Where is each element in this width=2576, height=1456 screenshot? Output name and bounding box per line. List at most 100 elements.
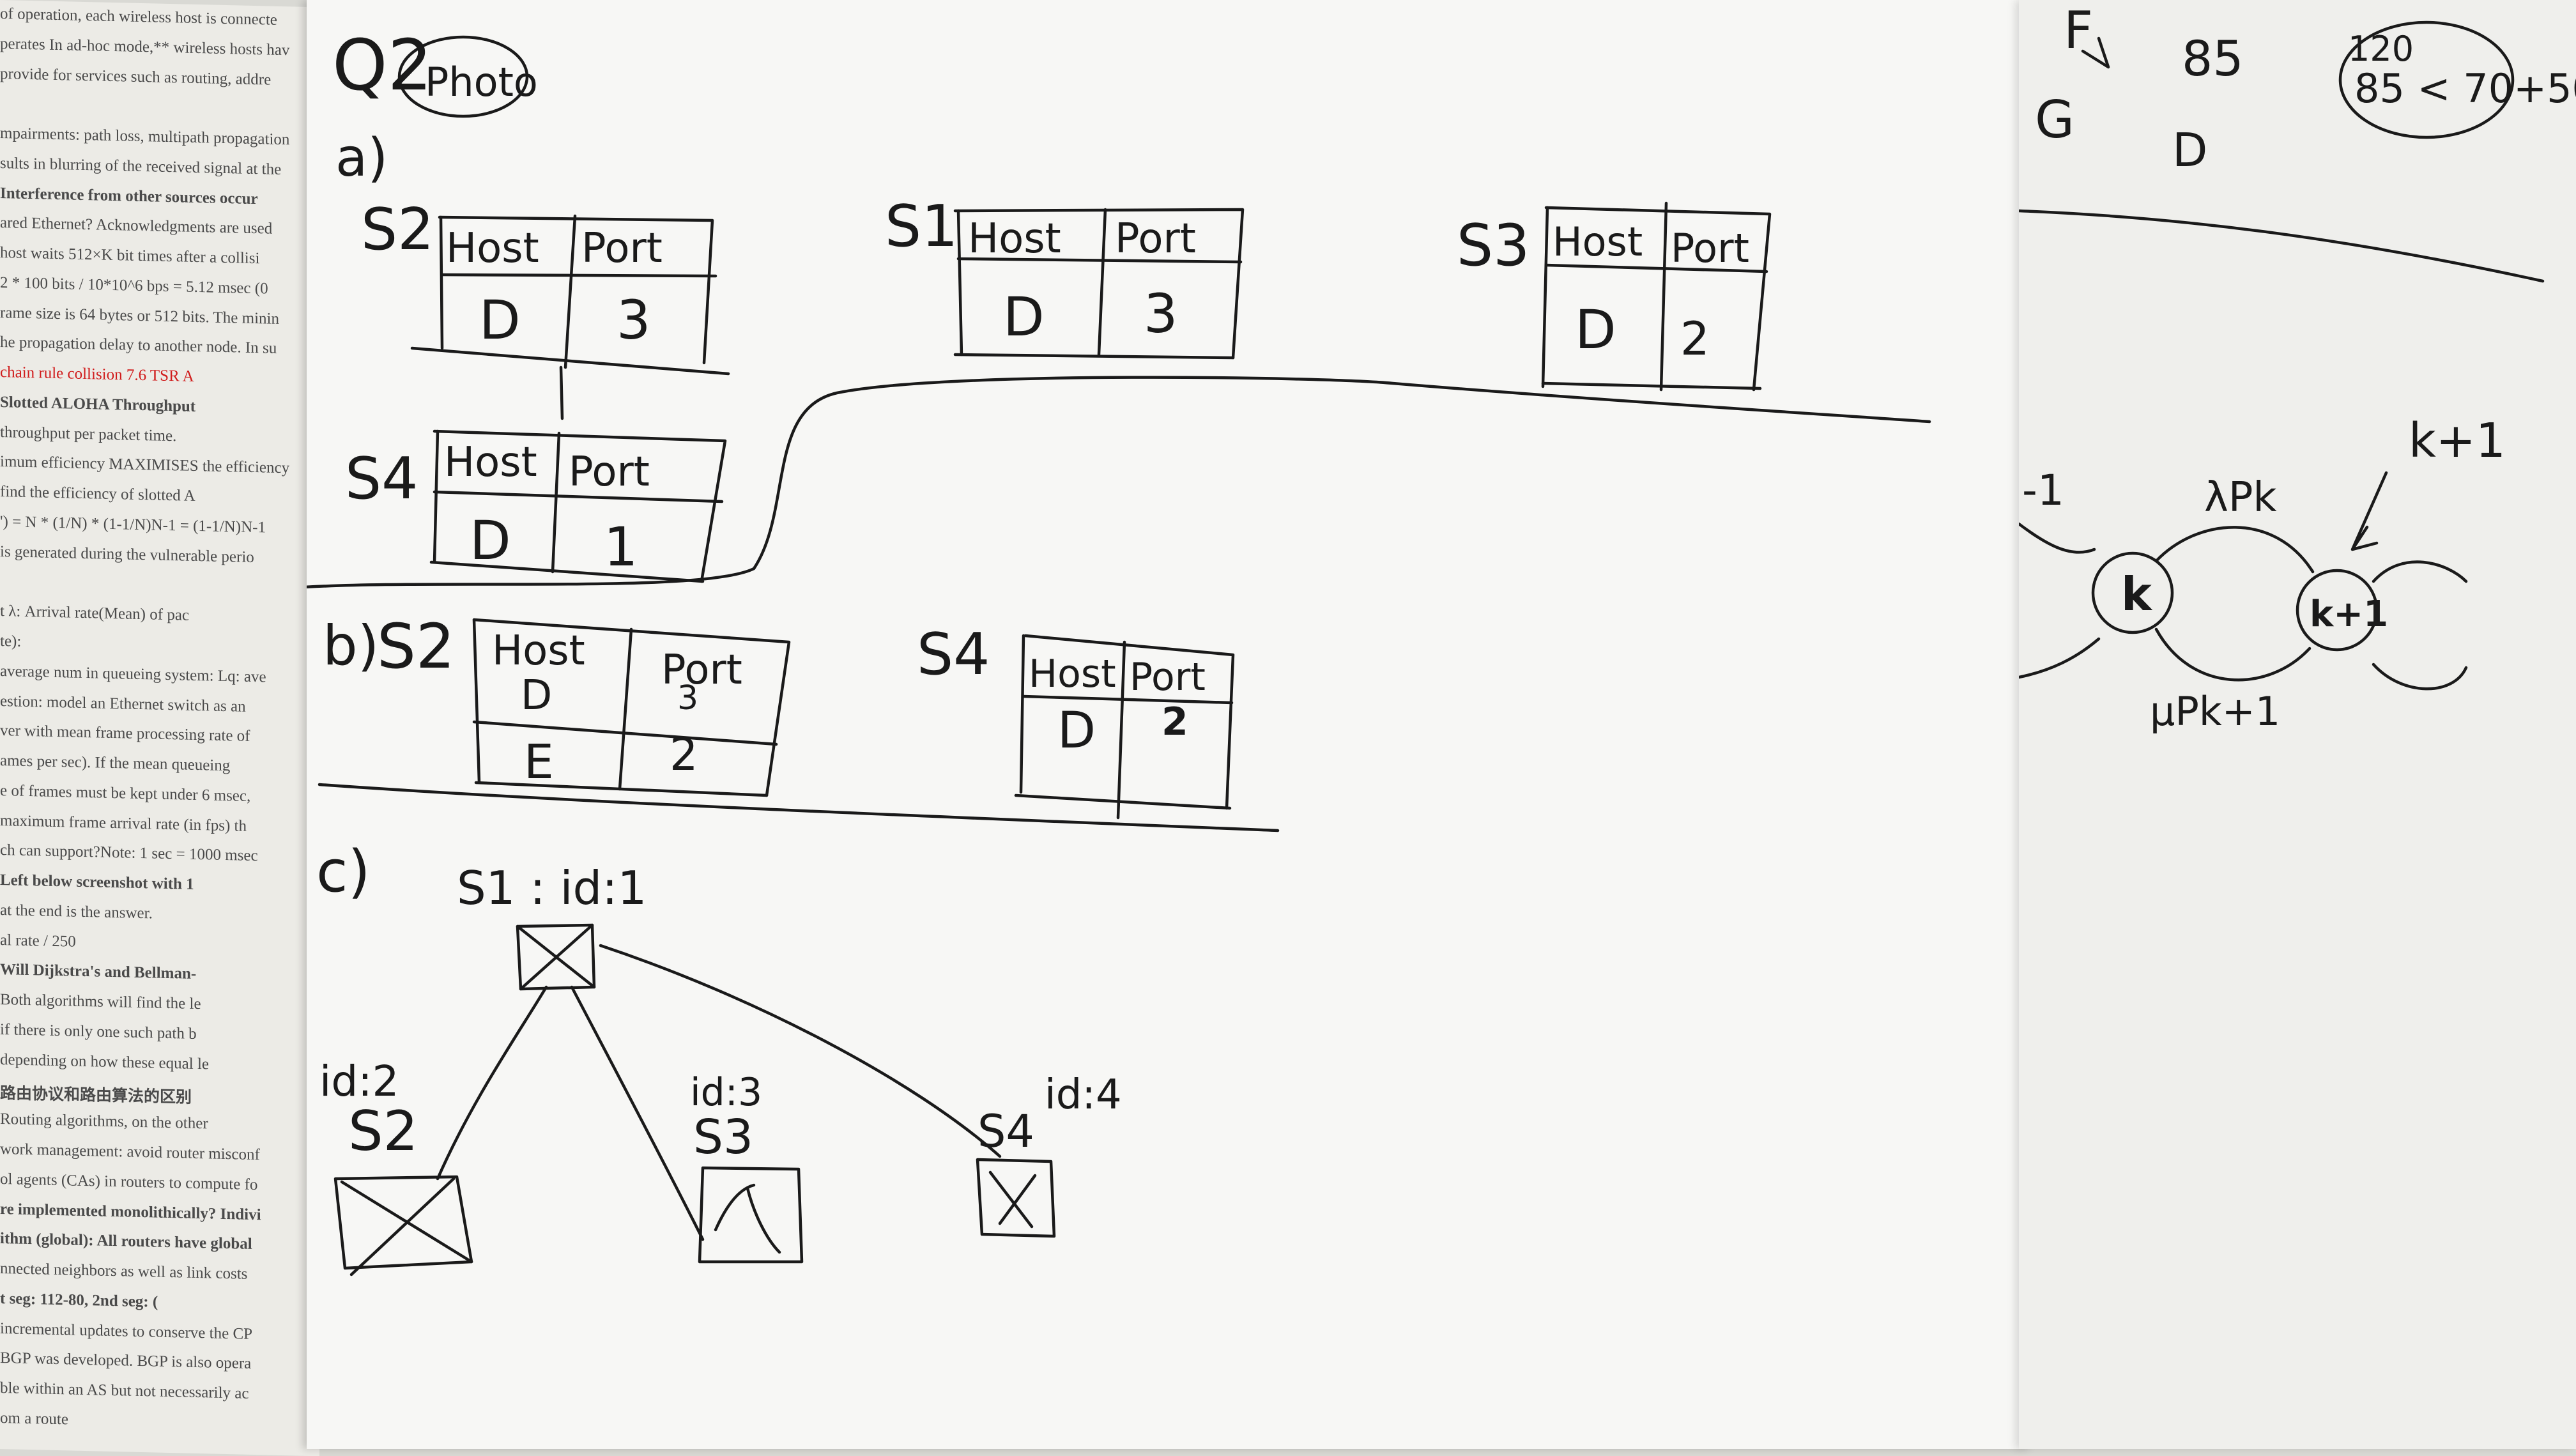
printed-line: if there is only one such path b [0, 1021, 197, 1043]
printed-line: Slotted ALOHA Throughput [0, 394, 196, 415]
printed-line: ithm (global): All routers have global [0, 1230, 252, 1253]
printed-line: incremental updates to conserve the CP [0, 1320, 253, 1343]
table-a-s4-host: D [470, 509, 511, 572]
printed-line: depending on how these equal le [0, 1051, 209, 1073]
markov-top-label: k+1 [2409, 413, 2506, 468]
printed-line: al rate / 250 [0, 931, 76, 951]
table-a-s1-grid [953, 208, 1245, 360]
table-b-s2-row1-port: 3 [677, 679, 698, 717]
switch-s3-label: S3 [693, 1110, 753, 1165]
markov-state-k: k [2121, 567, 2153, 621]
printed-line: is generated during the vulnerable perio [0, 543, 254, 567]
printed-line: t λ: Arrival rate(Mean) of pac [0, 602, 190, 624]
table-b-s4-header-port: Port [1130, 655, 1206, 700]
table-a-s3-header-port: Port [1671, 225, 1749, 272]
table-a-s3-port: 2 [1680, 312, 1710, 365]
table-b-s2-row2-port: 2 [670, 728, 698, 781]
printed-line: Routing algorithms, on the other [0, 1110, 208, 1133]
printed-line: re implemented monolithically? Indivi [0, 1200, 261, 1224]
printed-line: om a route [0, 1409, 68, 1429]
printed-line: Will Dijkstra's and Bellman- [0, 961, 197, 983]
printed-line: mpairments: path loss, multipath propaga… [0, 125, 290, 149]
part-b-divider [318, 783, 1280, 832]
printed-line: throughput per packet time. [0, 424, 177, 445]
part-c-label: c) [316, 838, 371, 905]
markov-left-tag: -1 [2022, 466, 2064, 515]
right-sheet-drawing: F G D 85 120 85 < 70+50 -1 k k+1 λPk k+1… [2019, 1, 2576, 735]
switch-s1-label: S1 : id:1 [457, 861, 647, 915]
printed-line: 2 * 100 bits / 10*10^6 bps = 5.12 msec (… [0, 274, 268, 298]
printed-line: Left below screenshot with 1 [0, 871, 194, 893]
switch-s4-label: S4 [977, 1105, 1034, 1158]
markov-arrow-backward [2154, 627, 2312, 682]
markov-arrow-right-out [2372, 560, 2468, 583]
right-handwritten-sheet: F G D 85 120 85 < 70+50 -1 k k+1 λPk k+1… [2019, 0, 2576, 1449]
question-label: Q2 [332, 24, 433, 106]
printed-line: ch can support?Note: 1 sec = 1000 msec [0, 841, 258, 865]
printed-line: he propagation delay to another node. In… [0, 333, 277, 357]
table-a-s2-header-port: Port [581, 225, 663, 272]
table-a-s3-switch: S3 [1457, 212, 1529, 279]
table-b-s4-grid [1014, 634, 1235, 820]
printed-line: ames per sec). If the mean queueing [0, 752, 231, 775]
table-a-s1-header-host: Host [968, 215, 1061, 263]
printed-line: ble within an AS but not necessarily ac [0, 1379, 249, 1402]
switch-s2-id: id:2 [319, 1057, 399, 1106]
printed-line: at the end is the answer. [0, 901, 153, 923]
table-b-s2-row1-host: D [521, 672, 552, 719]
printed-line: estion: model an Ethernet switch as an [0, 693, 246, 716]
printed-line: Both algorithms will find the le [0, 991, 201, 1013]
table-a-s2-switch: S2 [361, 196, 434, 263]
table-a-s4-port: 1 [604, 516, 638, 578]
table-b-s4-host: D [1057, 702, 1096, 760]
printed-line: sults in blurring of the received signal… [0, 155, 282, 178]
table-a-s2-header-host: Host [446, 225, 539, 272]
table-b-s4-port: 2 [1162, 700, 1188, 744]
table-b-s2-switch: S2 [377, 611, 455, 682]
arrow-mark [2081, 36, 2110, 69]
table-a-s4-header-host: Host [444, 439, 537, 486]
printed-line: rame size is 64 bytes or 512 bits. The m… [0, 304, 279, 328]
printed-line: provide for services such as routing, ad… [0, 65, 272, 89]
printed-line: of operation, each wireless host is conn… [0, 5, 277, 29]
part-a-divider [307, 376, 1931, 589]
markov-state-k-circle [2091, 551, 2174, 634]
right-divider [2019, 209, 2545, 283]
table-a-s3-host: D [1575, 298, 1616, 361]
main-sheet-drawing: Q2 Photo a) S2 Host Port D 3 S1 Host Por… [307, 24, 1931, 1276]
switch-s2-box [334, 1175, 473, 1276]
markov-arrow-forward [2154, 526, 2315, 574]
printed-notes-page: of operation, each wireless host is conn… [0, 0, 319, 1456]
printed-line: maximum frame arrival rate (in fps) th [0, 812, 247, 835]
table-b-s2-row2-host: E [524, 735, 554, 790]
table-a-s1-header-port: Port [1115, 215, 1196, 263]
table-a-s1-switch: S1 [885, 193, 958, 260]
printed-line: imum efficiency MAXIMISES the efficiency [0, 453, 290, 477]
table-b-s2-grid [472, 618, 791, 797]
markov-top-rate: λPk [2204, 474, 2277, 521]
handwritten-sheet: Q2 Photo a) S2 Host Port D 3 S1 Host Por… [307, 0, 2032, 1449]
right-number: 85 [2182, 30, 2244, 87]
printed-line: BGP was developed. BGP is also opera [0, 1349, 252, 1372]
printed-line: find the efficiency of slotted A [0, 483, 195, 505]
printed-line: average num in queueing system: Lq: ave [0, 663, 266, 686]
printed-line: te): [0, 632, 22, 650]
printed-line: ol agents (CAs) in routers to compute fo [0, 1170, 258, 1194]
table-a-s4-switch: S4 [345, 445, 418, 512]
switch-s3-id: id:3 [690, 1070, 762, 1115]
printed-line: chain rule collision 7.6 TSR A [0, 364, 194, 385]
photo-circle [397, 35, 529, 118]
table-a-s3-header-host: Host [1552, 218, 1643, 265]
right-letter-g: G [2035, 90, 2074, 149]
expression-over: 120 [2348, 29, 2414, 69]
switch-s4-box [976, 1158, 1056, 1238]
printed-line: Interference from other sources occur [0, 185, 258, 208]
table-a-s2-port: 3 [617, 289, 650, 351]
markov-arrow-right-in [2372, 663, 2468, 691]
right-letter-f: F [2064, 1, 2093, 60]
topology-links [436, 944, 1002, 1241]
part-a-label: a) [335, 128, 388, 188]
table-a-s1-host: D [1003, 286, 1045, 348]
switch-s1-box [516, 923, 596, 991]
circled-expression: 85 < 70+50 [2354, 65, 2576, 112]
